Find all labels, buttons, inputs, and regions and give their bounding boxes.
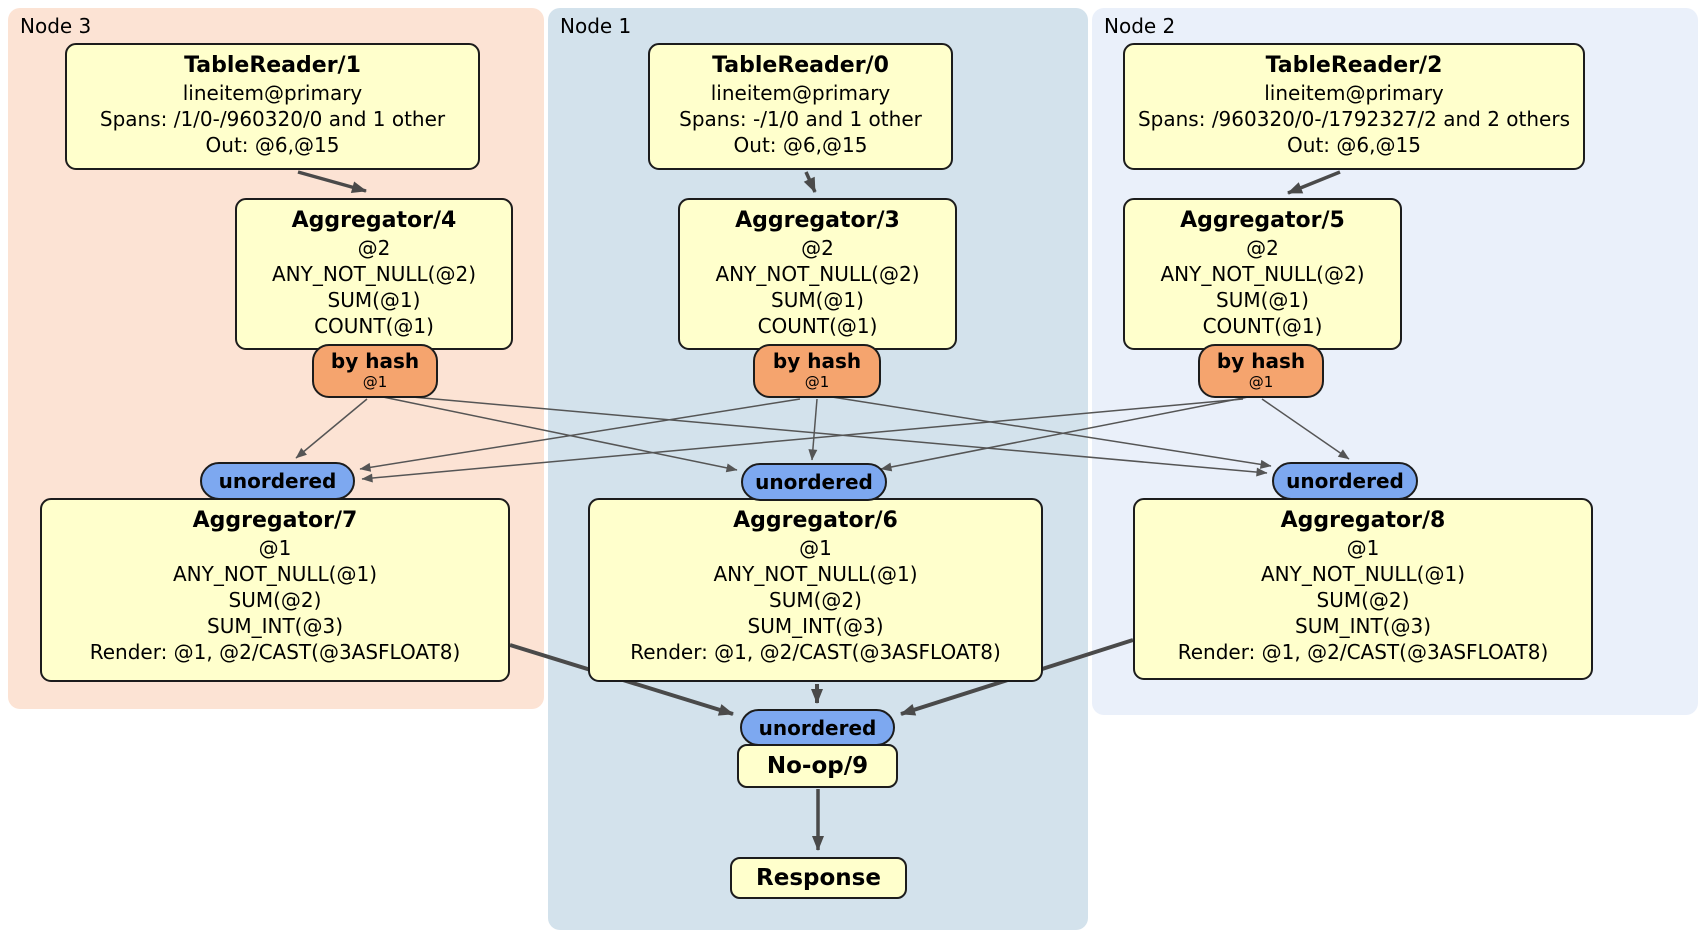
edge-hash5-sync8 (1261, 398, 1350, 460)
router-by-hash-agg5: by hash @1 (1198, 344, 1324, 398)
edge-hash5-sync6 (880, 396, 1249, 472)
processor-title: TableReader/2 (1265, 53, 1443, 78)
processor-detail: @1 (258, 536, 292, 560)
processor-detail: SUM(@1) (771, 288, 864, 312)
processor-title: Aggregator/3 (735, 208, 900, 233)
panel-label-node-3: Node 3 (20, 14, 92, 38)
edge-hash4-sync7 (295, 398, 368, 459)
processor-title: Aggregator/4 (291, 208, 457, 233)
processor-detail: SUM(@1) (327, 288, 421, 312)
processor-detail: @2 (1246, 236, 1279, 260)
processor-detail: lineitem@primary (1264, 81, 1444, 105)
edge-hash5-sync7 (361, 398, 1244, 483)
box-aggregator-4: Aggregator/4 @2 ANY_NOT_NULL(@2) SUM(@1)… (235, 198, 513, 350)
processor-detail: lineitem@primary (710, 81, 891, 105)
box-aggregator-5: Aggregator/5 @2 ANY_NOT_NULL(@2) SUM(@1)… (1123, 198, 1402, 350)
processor-title: TableReader/1 (184, 53, 361, 78)
processor-title: Aggregator/6 (733, 508, 898, 533)
processor-detail: SUM_INT(@3) (207, 614, 343, 638)
processor-detail: ANY_NOT_NULL(@1) (173, 562, 377, 586)
sync-label: unordered (218, 469, 337, 493)
edge-tr1-agg4 (297, 170, 367, 194)
sync-label: unordered (1286, 469, 1404, 493)
processor-title: Aggregator/5 (1180, 208, 1345, 233)
processor-detail: COUNT(@1) (314, 314, 434, 338)
processor-detail: SUM(@2) (769, 588, 862, 612)
sync-unordered-node3: unordered (200, 462, 355, 500)
processor-detail: SUM(@2) (1316, 588, 1410, 612)
processor-title: Aggregator/8 (1280, 508, 1446, 533)
router-label: by hash (1216, 349, 1306, 373)
box-tablereader-0: TableReader/0 lineitem@primary Spans: -/… (648, 43, 953, 170)
edge-hash3-sync6 (808, 398, 818, 461)
sync-label: unordered (755, 470, 873, 494)
router-hash-column: @1 (362, 373, 388, 391)
processor-title: Response (756, 865, 881, 891)
router-hash-column: @1 (804, 373, 830, 391)
sync-label: unordered (758, 715, 877, 740)
panel-label-node-1: Node 1 (560, 14, 632, 38)
processor-detail: ANY_NOT_NULL(@2) (1160, 262, 1365, 286)
edge-hash3-sync8 (831, 396, 1272, 469)
processor-detail: Out: @6,@15 (205, 133, 340, 157)
processor-detail: Out: @6,@15 (1287, 133, 1421, 157)
edge-hash4-sync8 (389, 394, 1268, 477)
sync-unordered-node2: unordered (1272, 462, 1418, 500)
router-hash-column: @1 (1248, 373, 1274, 391)
box-tablereader-1: TableReader/1 lineitem@primary Spans: /1… (65, 43, 480, 170)
router-label: by hash (772, 349, 862, 373)
box-aggregator-3: Aggregator/3 @2 ANY_NOT_NULL(@2) SUM(@1)… (678, 198, 957, 350)
processor-detail: ANY_NOT_NULL(@1) (1261, 562, 1465, 586)
processor-detail: COUNT(@1) (1202, 314, 1323, 338)
edge-hash3-sync7 (359, 398, 801, 472)
router-label: by hash (330, 349, 420, 373)
processor-detail: Render: @1, @2/CAST(@3ASFLOAT8) (1177, 640, 1549, 664)
box-aggregator-7: Aggregator/7 @1 ANY_NOT_NULL(@1) SUM(@2)… (40, 498, 510, 682)
processor-detail: @2 (801, 236, 834, 260)
box-no-op-9: No-op/9 (737, 744, 898, 788)
router-by-hash-agg3: by hash @1 (753, 344, 881, 398)
box-aggregator-6: Aggregator/6 @1 ANY_NOT_NULL(@1) SUM(@2)… (588, 498, 1043, 682)
processor-detail: Render: @1, @2/CAST(@3ASFLOAT8) (89, 640, 461, 664)
processor-title: TableReader/0 (712, 53, 889, 78)
processor-detail: SUM(@2) (228, 588, 322, 612)
processor-detail: Out: @6,@15 (733, 133, 868, 157)
processor-detail: SUM(@1) (1216, 288, 1309, 312)
processor-detail: lineitem@primary (182, 81, 363, 105)
processor-detail: @2 (357, 236, 391, 260)
processor-detail: ANY_NOT_NULL(@1) (713, 562, 918, 586)
processor-title: No-op/9 (766, 753, 869, 779)
processor-detail: @1 (799, 536, 832, 560)
processor-detail: Render: @1, @2/CAST(@3ASFLOAT8) (630, 640, 1001, 664)
box-tablereader-2: TableReader/2 lineitem@primary Spans: /9… (1123, 43, 1585, 170)
processor-title: Aggregator/7 (192, 508, 358, 533)
sync-unordered-final: unordered (740, 709, 895, 746)
edge-hash4-sync6 (382, 396, 738, 473)
processor-detail: Spans: /1/0-/960320/0 and 1 other (99, 107, 446, 131)
processor-detail: SUM_INT(@3) (1295, 614, 1431, 638)
processor-detail: ANY_NOT_NULL(@2) (715, 262, 920, 286)
processor-detail: SUM_INT(@3) (747, 614, 884, 638)
processor-detail: COUNT(@1) (757, 314, 878, 338)
processor-detail: Spans: -/1/0 and 1 other (679, 107, 922, 131)
box-response: Response (730, 857, 907, 899)
router-by-hash-agg4: by hash @1 (312, 344, 438, 398)
panel-label-node-2: Node 2 (1104, 14, 1176, 38)
processor-detail: ANY_NOT_NULL(@2) (272, 262, 476, 286)
processor-detail: Spans: /960320/0-/1792327/2 and 2 others (1137, 107, 1570, 131)
edge-tr0-agg3 (803, 171, 817, 193)
edge-tr2-agg5 (1287, 170, 1341, 195)
box-aggregator-8: Aggregator/8 @1 ANY_NOT_NULL(@1) SUM(@2)… (1133, 498, 1593, 680)
sync-unordered-node1: unordered (741, 463, 887, 501)
processor-detail: @1 (1346, 536, 1380, 560)
